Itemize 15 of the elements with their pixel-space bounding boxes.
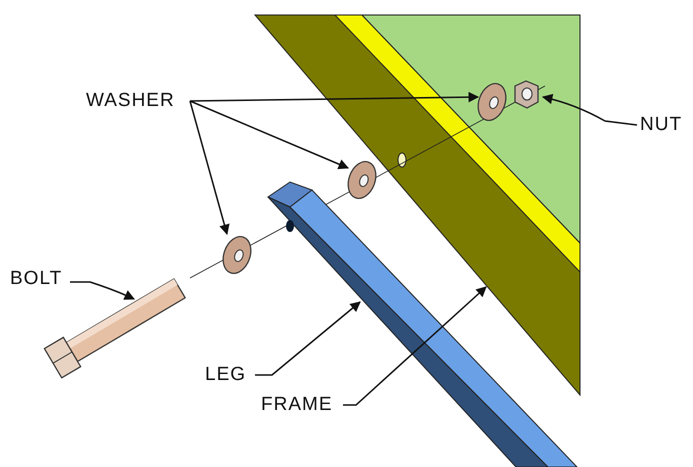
leader-line	[189, 100, 230, 235]
part-label: BOLT	[10, 268, 66, 290]
part-label: WASHER	[86, 90, 186, 112]
leader-line	[343, 286, 487, 406]
part-label: FRAME	[261, 394, 339, 416]
washer-drawing	[476, 82, 508, 122]
washer-drawing	[345, 158, 379, 202]
part-label: LEG	[205, 364, 251, 386]
leader-line	[255, 301, 361, 376]
leader-line	[190, 100, 349, 170]
leader-line	[190, 92, 480, 102]
frame-drawing	[255, 15, 580, 395]
leader-line	[542, 94, 638, 126]
leader-line	[70, 281, 135, 300]
part-label: NUT	[640, 114, 684, 136]
